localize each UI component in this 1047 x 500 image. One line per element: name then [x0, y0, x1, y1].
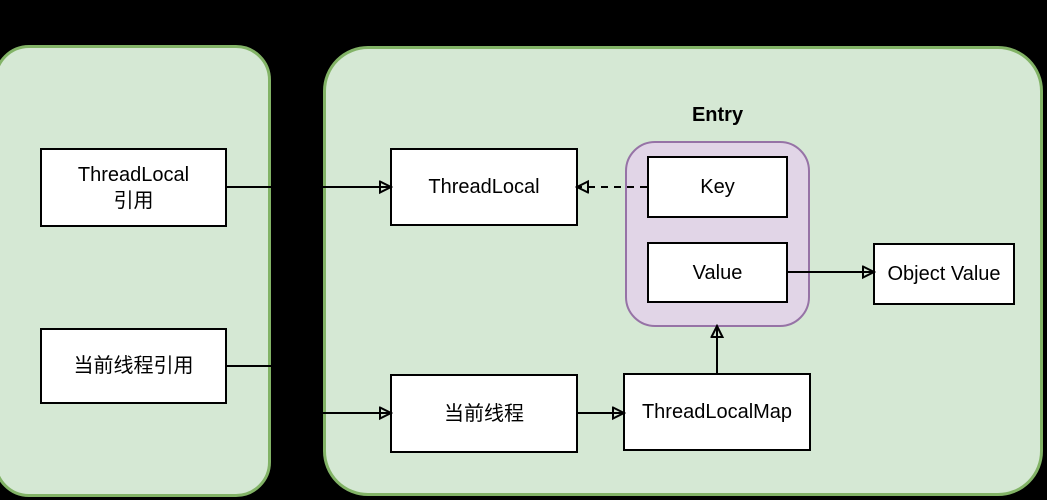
node-entry-value-label: Value [692, 261, 743, 284]
node-object-value-label: Object Value [887, 263, 1001, 285]
node-current-thread: 当前线程 [390, 374, 578, 453]
node-threadlocal-reference-line2: 引用 [113, 189, 154, 212]
node-object-value: Object Value [873, 243, 1015, 305]
node-threadlocal-reference-line1: ThreadLocal [77, 163, 190, 186]
node-entry-value: Value [647, 242, 788, 303]
entry-group-label: Entry [691, 104, 744, 126]
node-current-thread-reference-label: 当前线程引用 [73, 355, 194, 377]
node-threadlocalmap-label: ThreadLocalMap [641, 401, 793, 423]
node-threadlocal-label: ThreadLocal [428, 176, 540, 198]
node-entry-key-label: Key [700, 176, 735, 198]
node-entry-key: Key [647, 156, 788, 218]
node-current-thread-label: 当前线程 [444, 402, 524, 425]
node-threadlocalmap: ThreadLocalMap [623, 373, 811, 451]
node-current-thread-reference: 当前线程引用 [40, 328, 227, 404]
node-threadlocal-reference: ThreadLocal 引用 [40, 148, 227, 227]
node-threadlocal: ThreadLocal [390, 148, 578, 226]
left-stack-container [0, 45, 271, 497]
